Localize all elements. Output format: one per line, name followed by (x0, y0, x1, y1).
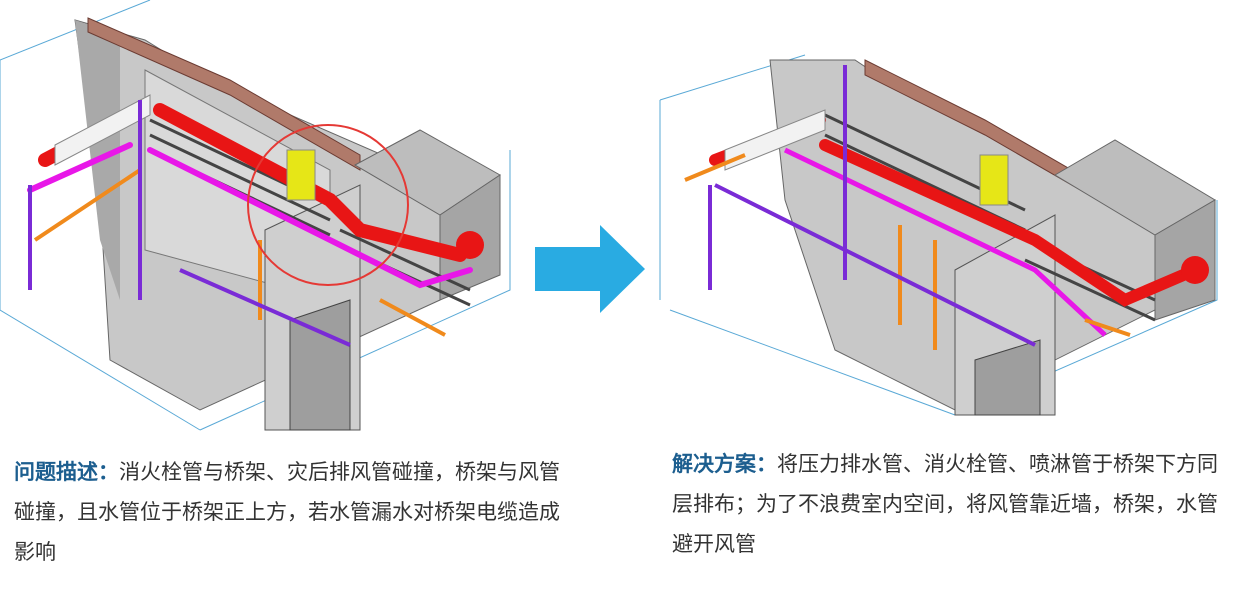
problem-model-image (0, 0, 520, 440)
solution-description: 解决方案：将压力排水管、消火栓管、喷淋管于桥架下方同层排布；为了不浪费室内空间，… (672, 444, 1232, 564)
solution-label: 解决方案： (672, 452, 777, 476)
right-arrow-icon (535, 225, 645, 313)
solution-text: 将压力排水管、消火栓管、喷淋管于桥架下方同层排布；为了不浪费室内空间，将风管靠近… (672, 452, 1218, 556)
problem-description: 问题描述：消火栓管与桥架、灾后排风管碰撞，桥架与风管碰撞，且水管位于桥架正上方，… (14, 452, 574, 572)
problem-text: 消火栓管与桥架、灾后排风管碰撞，桥架与风管碰撞，且水管位于桥架正上方，若水管漏水… (14, 460, 560, 564)
problem-label: 问题描述： (14, 460, 119, 484)
solution-model-image (655, 0, 1225, 420)
